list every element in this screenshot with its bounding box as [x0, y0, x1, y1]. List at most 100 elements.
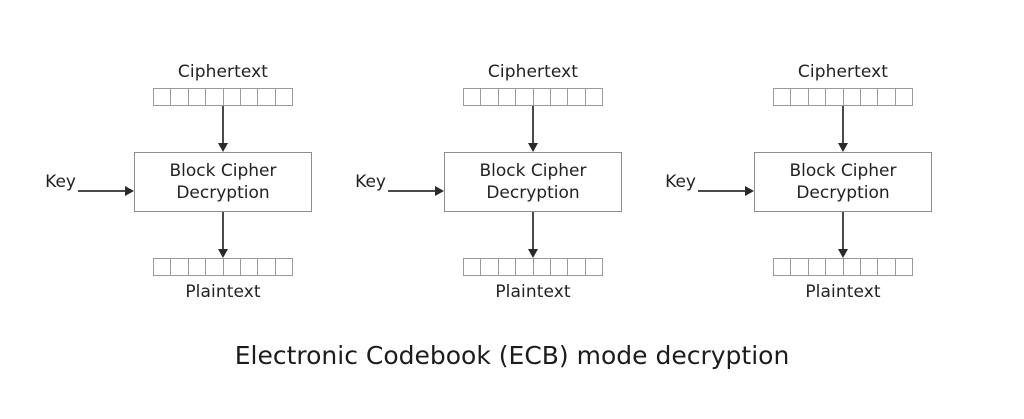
- bit-cell: [224, 89, 241, 105]
- cipher-to-plaintext-arrow-icon: [838, 212, 848, 258]
- arrow-head: [125, 186, 134, 196]
- block-cipher-decryption-box: Block Cipher Decryption: [444, 152, 622, 212]
- arrow-shaft: [222, 212, 224, 250]
- arrow-head: [528, 249, 538, 258]
- block-cipher-decryption-box: Block Cipher Decryption: [134, 152, 312, 212]
- cipher-box-line-1: Block Cipher: [169, 161, 277, 181]
- bit-cell: [878, 89, 896, 105]
- bit-cell: [568, 259, 586, 275]
- plaintext-label: Plaintext: [495, 282, 571, 302]
- bit-cell: [499, 259, 517, 275]
- ciphertext-block-bar: [153, 88, 293, 106]
- bit-cell: [551, 259, 569, 275]
- bit-cell: [568, 89, 586, 105]
- arrow-shaft: [698, 190, 745, 192]
- arrow-head: [218, 249, 228, 258]
- arrow-head: [838, 249, 848, 258]
- bit-cell: [586, 259, 602, 275]
- bit-cell: [189, 259, 207, 275]
- arrow-shaft: [222, 106, 224, 144]
- bit-cell: [878, 259, 896, 275]
- ciphertext-block-bar: [773, 88, 913, 106]
- cipher-to-plaintext-arrow-icon: [528, 212, 538, 258]
- arrow-head: [528, 143, 538, 152]
- cipher-box-line-1: Block Cipher: [479, 161, 587, 181]
- bit-cell: [534, 259, 551, 275]
- ciphertext-label: Ciphertext: [487, 62, 579, 82]
- arrow-shaft: [532, 106, 534, 144]
- key-label: Key: [665, 172, 696, 192]
- bit-cell: [844, 259, 861, 275]
- arrow-shaft: [78, 190, 125, 192]
- bit-cell: [276, 259, 292, 275]
- bit-cell: [861, 259, 879, 275]
- bit-cell: [481, 89, 499, 105]
- plaintext-label: Plaintext: [805, 282, 881, 302]
- bit-cell: [791, 259, 809, 275]
- bit-cell: [896, 89, 912, 105]
- bit-cell: [224, 259, 241, 275]
- bit-cell: [189, 89, 207, 105]
- bit-cell: [826, 89, 844, 105]
- bit-cell: [206, 89, 224, 105]
- bit-cell: [499, 89, 517, 105]
- ciphertext-label: Ciphertext: [797, 62, 889, 82]
- bit-cell: [171, 89, 189, 105]
- bit-cell: [464, 89, 482, 105]
- bit-cell: [861, 89, 879, 105]
- plaintext-label: Plaintext: [185, 282, 261, 302]
- arrow-head: [435, 186, 444, 196]
- key-to-cipher-arrow-icon: [698, 186, 754, 196]
- block-cipher-decryption-box: Block Cipher Decryption: [754, 152, 932, 212]
- key-label: Key: [45, 172, 76, 192]
- cipher-box-line-2: Decryption: [796, 183, 890, 203]
- plaintext-block-bar: [773, 258, 913, 276]
- key-to-cipher-arrow-icon: [78, 186, 134, 196]
- cipher-box-line-1: Block Cipher: [789, 161, 897, 181]
- bit-cell: [154, 89, 172, 105]
- diagram-caption: Electronic Codebook (ECB) mode decryptio…: [234, 341, 790, 370]
- ciphertext-to-cipher-arrow-icon: [528, 106, 538, 152]
- cipher-to-plaintext-arrow-icon: [218, 212, 228, 258]
- bit-cell: [171, 259, 189, 275]
- bit-cell: [809, 259, 827, 275]
- bit-cell: [276, 89, 292, 105]
- bit-cell: [516, 259, 534, 275]
- bit-cell: [774, 89, 792, 105]
- arrow-shaft: [388, 190, 435, 192]
- bit-cell: [551, 89, 569, 105]
- bit-cell: [809, 89, 827, 105]
- bit-cell: [586, 89, 602, 105]
- bit-cell: [464, 259, 482, 275]
- arrow-head: [218, 143, 228, 152]
- bit-cell: [241, 89, 259, 105]
- bit-cell: [241, 259, 259, 275]
- bit-cell: [534, 89, 551, 105]
- bit-cell: [206, 259, 224, 275]
- ecb-stage-3: Ciphertext Key Block Cipher Decryption: [665, 0, 998, 320]
- arrow-shaft: [532, 212, 534, 250]
- bit-cell: [791, 89, 809, 105]
- bit-cell: [258, 89, 276, 105]
- ecb-stage-1: Ciphertext Key Block Cipher Decryption: [45, 0, 378, 320]
- ecb-stage-2: Ciphertext Key Block Cipher Decryption: [355, 0, 688, 320]
- key-label: Key: [355, 172, 386, 192]
- cipher-box-line-2: Decryption: [486, 183, 580, 203]
- arrow-head: [838, 143, 848, 152]
- bit-cell: [154, 259, 172, 275]
- ciphertext-block-bar: [463, 88, 603, 106]
- key-to-cipher-arrow-icon: [388, 186, 444, 196]
- bit-cell: [481, 259, 499, 275]
- bit-cell: [774, 259, 792, 275]
- plaintext-block-bar: [153, 258, 293, 276]
- bit-cell: [896, 259, 912, 275]
- ciphertext-label: Ciphertext: [177, 62, 269, 82]
- arrow-shaft: [842, 106, 844, 144]
- ciphertext-to-cipher-arrow-icon: [218, 106, 228, 152]
- cipher-box-line-2: Decryption: [176, 183, 270, 203]
- bit-cell: [826, 259, 844, 275]
- arrow-head: [745, 186, 754, 196]
- plaintext-block-bar: [463, 258, 603, 276]
- bit-cell: [516, 89, 534, 105]
